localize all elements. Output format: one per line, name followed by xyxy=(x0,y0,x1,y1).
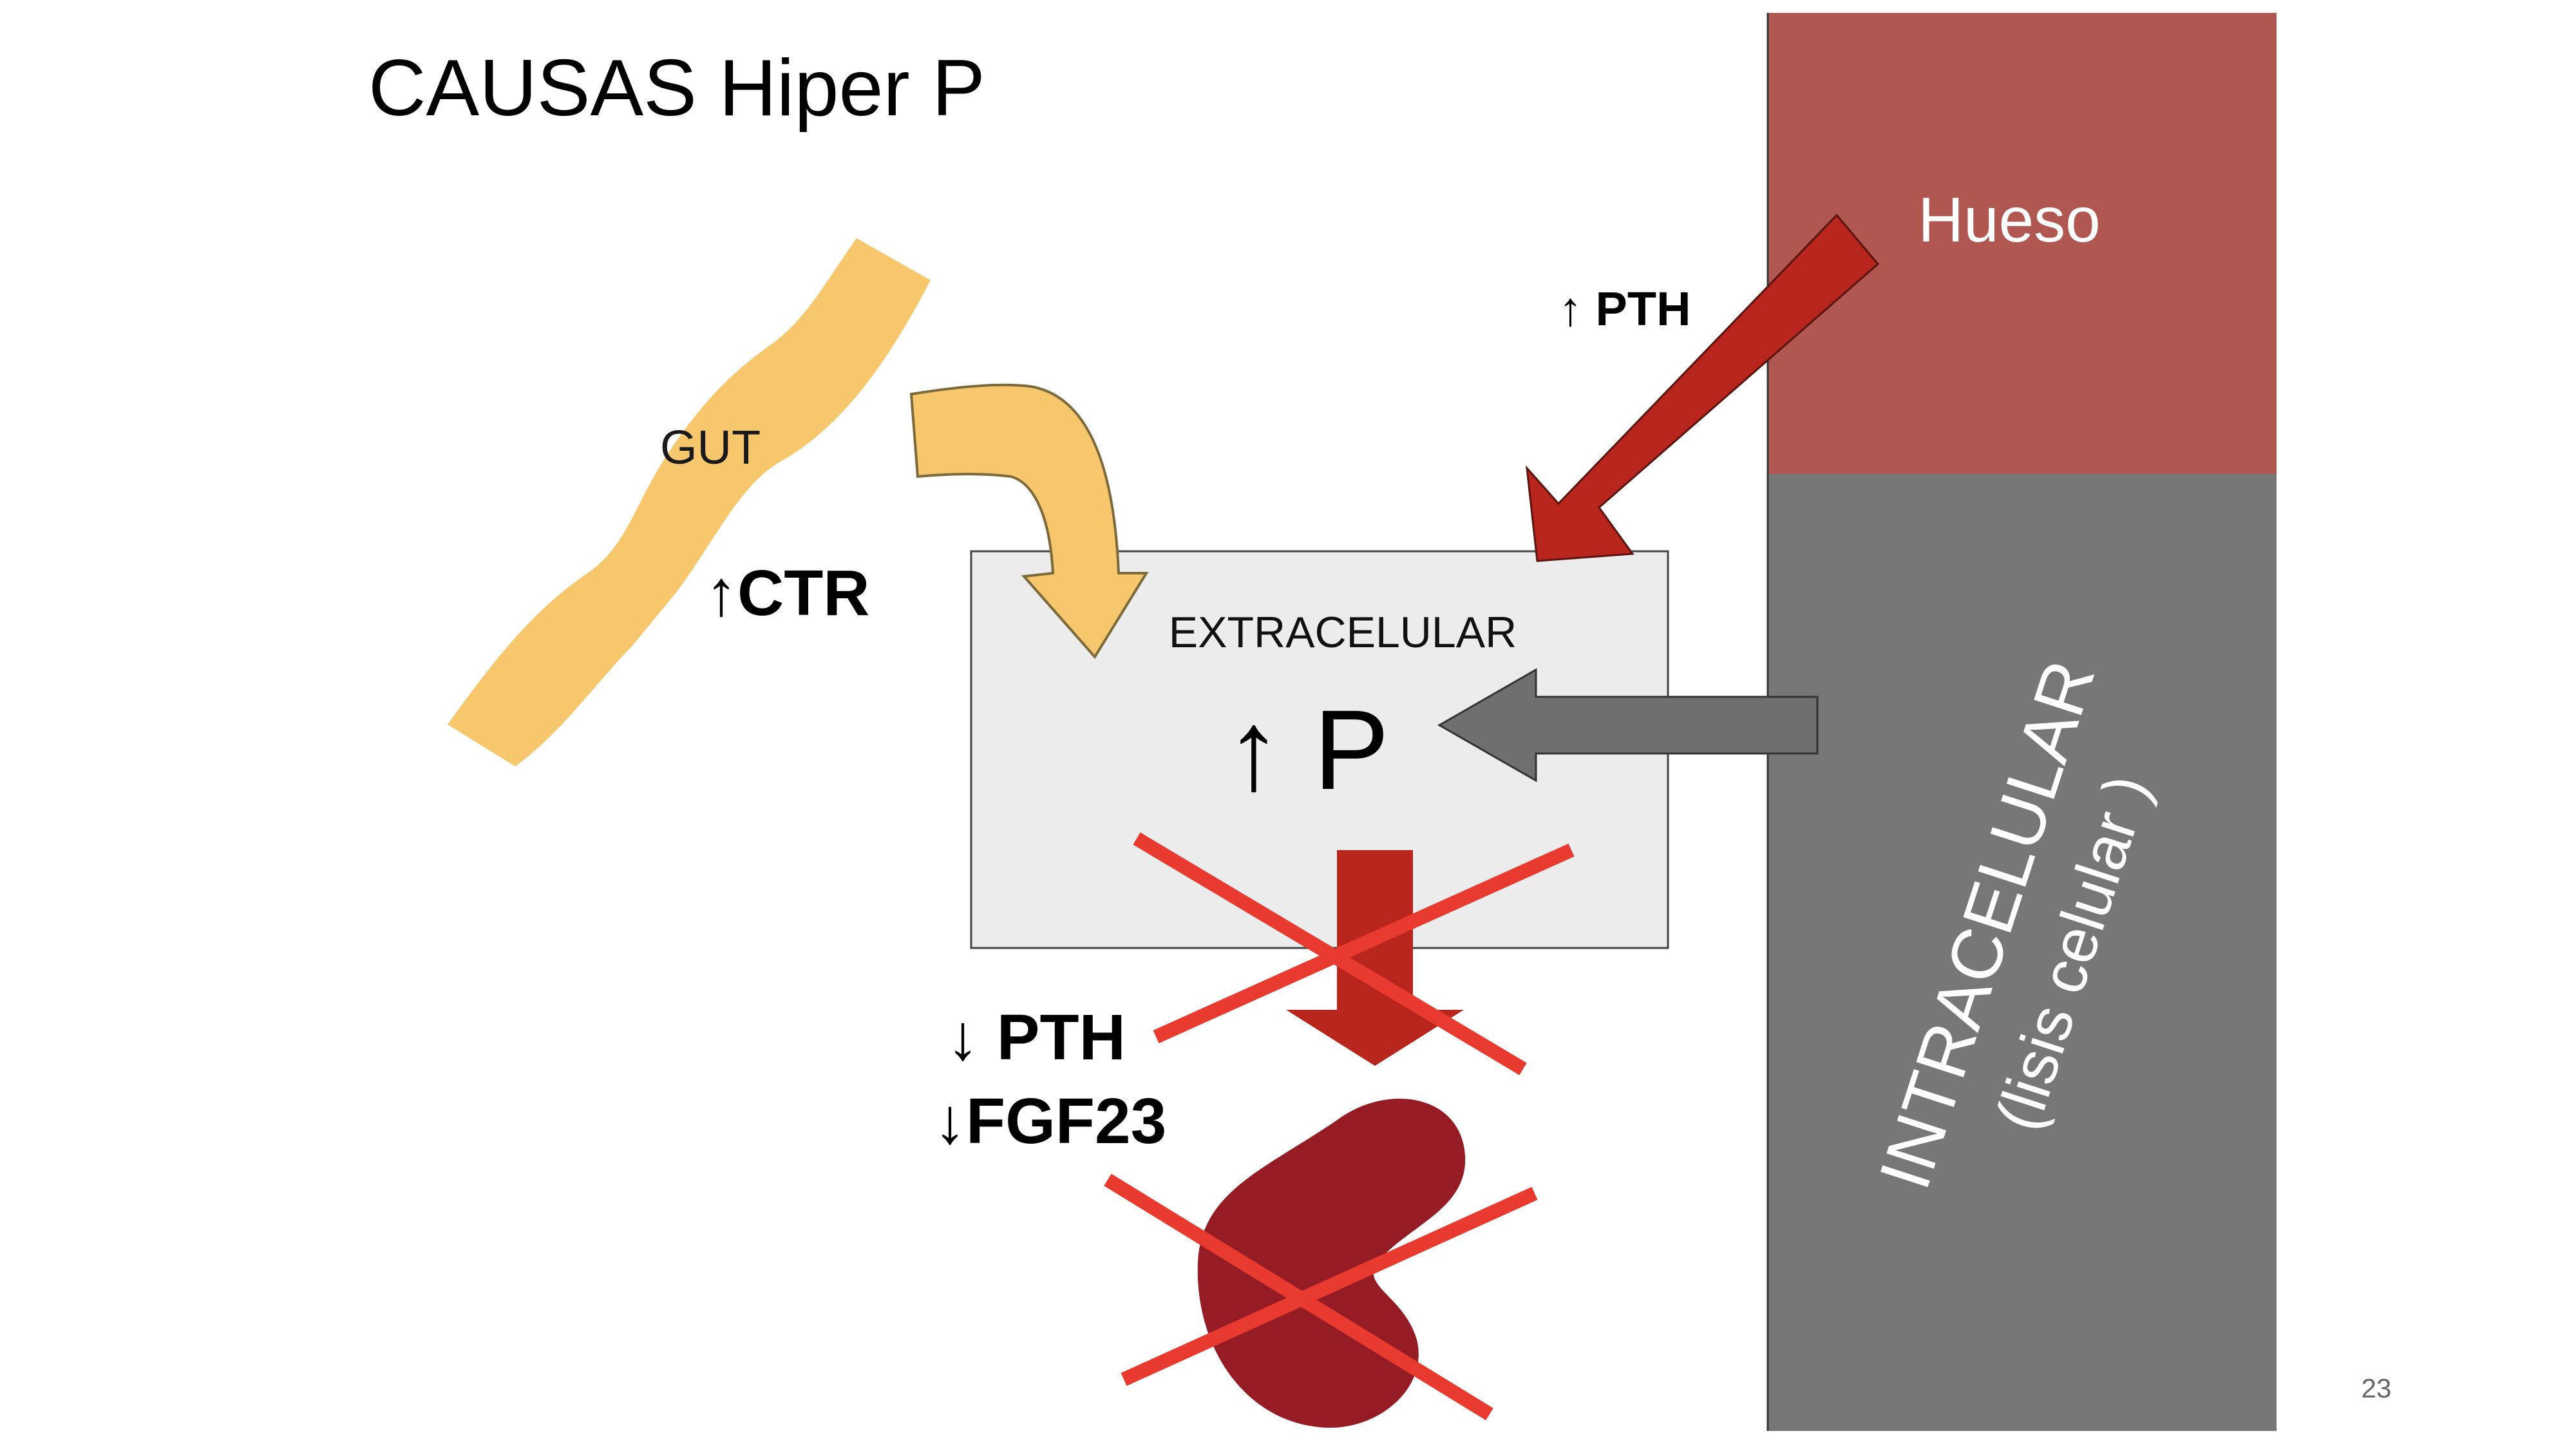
kidney-cross xyxy=(1104,1173,1538,1421)
gut-absorption-arrow xyxy=(909,383,1149,659)
extracellular-label: EXTRACELULAR xyxy=(1169,608,1517,657)
bone-label: Hueso xyxy=(1918,184,2100,255)
cross-line-2 xyxy=(1153,843,1575,1044)
bone-resorption-arrow xyxy=(1525,213,1880,562)
cross-line-4 xyxy=(1121,1186,1538,1387)
phosphate-increase-label: ↑ P xyxy=(1226,687,1389,813)
bone-effect-label: ↑ PTH xyxy=(1558,282,1691,336)
renal-excretion-cross xyxy=(1133,832,1575,1075)
kidney-icon xyxy=(1197,1098,1466,1428)
gut-effect-label: ↑CTR xyxy=(705,557,870,629)
intracellular-release-arrow xyxy=(1437,668,1819,782)
intracellular-block xyxy=(1768,474,2277,1431)
gut-label: GUT xyxy=(660,421,761,474)
page-number: 23 xyxy=(2362,1373,2392,1403)
gut-shape xyxy=(448,238,931,766)
renal-fgf23-label: ↓FGF23 xyxy=(934,1085,1166,1157)
renal-pth-label: ↓ PTH xyxy=(947,1001,1126,1074)
slide-title: CAUSAS Hiper P xyxy=(368,44,985,133)
